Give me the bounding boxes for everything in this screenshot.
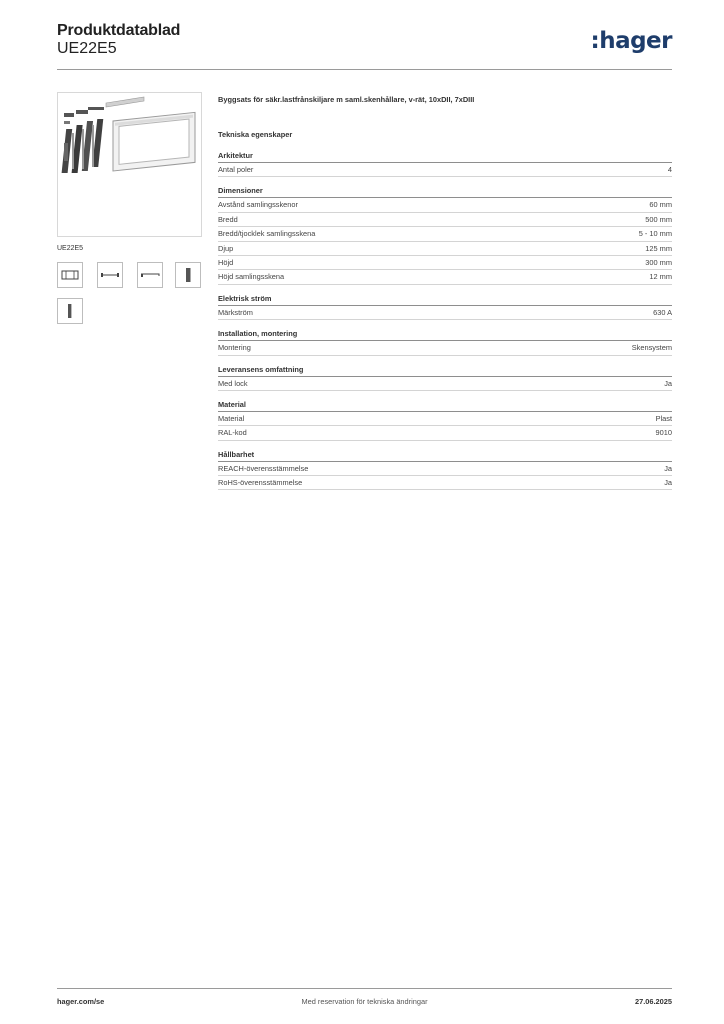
spec-value: Plast — [655, 413, 672, 423]
spec-row: Höjd samlingsskena 12 mm — [218, 270, 672, 285]
front-view-icon — [61, 270, 79, 280]
thumbnail-side-view[interactable] — [97, 262, 123, 288]
technical-properties-heading: Tekniska egenskaper — [218, 130, 293, 139]
spec-value: 9010 — [655, 428, 672, 438]
product-code: UE22E5 — [57, 40, 117, 57]
spec-row: Montering Skensystem — [218, 341, 672, 356]
footer-disclaimer: Med reservation för tekniska ändringar — [301, 997, 428, 1006]
section-title: Installation, montering — [218, 329, 672, 342]
footer-website[interactable]: hager.com/se — [57, 997, 105, 1006]
spec-value: 630 A — [653, 307, 672, 317]
spec-value: Ja — [664, 463, 672, 473]
spec-row: RoHS-överensstämmelse Ja — [218, 476, 672, 491]
spec-label: Antal poler — [218, 165, 254, 174]
spec-label: Med lock — [218, 378, 248, 388]
thumbnail-top-view[interactable] — [137, 262, 163, 288]
spec-value: 60 mm — [649, 200, 672, 210]
spec-value: 300 mm — [645, 257, 672, 267]
spec-label: Höjd — [218, 257, 234, 267]
thumbnail-front-view[interactable] — [57, 262, 83, 288]
spec-label: Märkström — [218, 307, 253, 317]
spec-value: Ja — [664, 478, 672, 488]
spec-row: Bredd 500 mm — [218, 213, 672, 228]
spec-label: Avstånd samlingsskenor — [218, 200, 298, 210]
spec-label: Bredd/tjocklek samlingsskena — [218, 229, 316, 239]
footer-date: 27.06.2025 — [635, 997, 672, 1006]
spec-label: Material — [218, 413, 245, 423]
spec-value: 12 mm — [649, 272, 672, 282]
section-title: Dimensioner — [218, 186, 672, 199]
thumbnail-busbar-view[interactable] — [57, 298, 83, 324]
section-title: Elektrisk ström — [218, 294, 672, 306]
page-header: Produktdatablad UE22E5 :hager — [57, 22, 672, 68]
section-title: Leveransens omfattning — [218, 365, 672, 377]
spec-label: Montering — [218, 343, 251, 353]
image-caption: UE22E5 — [57, 245, 84, 252]
end-view-icon — [186, 268, 191, 282]
document-title: Produktdatablad — [57, 22, 181, 39]
product-description: Byggsats för säkr.lastfrånskiljare m sam… — [218, 95, 475, 104]
product-image-column: UE22E5 — [57, 92, 205, 324]
spec-row: RAL-kod 9010 — [218, 426, 672, 441]
spec-value: Skensystem — [631, 343, 672, 353]
thumbnail-end-view[interactable] — [175, 262, 201, 288]
spec-row: Material Plast — [218, 412, 672, 427]
spec-label: RAL-kod — [218, 428, 247, 438]
section-title: Material — [218, 400, 672, 412]
spec-value: 4 — [667, 165, 672, 174]
spec-row: Märkström 630 A — [218, 306, 672, 321]
spec-label: Bredd — [218, 214, 238, 224]
spec-value: Ja — [664, 378, 672, 388]
spec-row: Bredd/tjocklek samlingsskena 5 - 10 mm — [218, 227, 672, 242]
spec-value: 5 - 10 mm — [638, 229, 672, 239]
spec-row: REACH-överensstämmelse Ja — [218, 462, 672, 477]
spec-value: 500 mm — [645, 214, 672, 224]
spec-row: Avstånd samlingsskenor 60 mm — [218, 198, 672, 213]
spec-value: 125 mm — [645, 243, 672, 253]
spec-label: Höjd samlingsskena — [218, 272, 285, 282]
product-image[interactable] — [57, 92, 202, 237]
busbar-view-icon — [68, 304, 72, 318]
specifications-column: Byggsats för säkr.lastfrånskiljare m sam… — [218, 95, 672, 499]
hager-logo: :hager — [590, 28, 673, 54]
product-kit-illustration — [61, 96, 196, 173]
spec-label: RoHS-överensstämmelse — [218, 478, 303, 488]
header-divider — [57, 69, 672, 70]
spec-row: Höjd 300 mm — [218, 256, 672, 271]
spec-row: Med lock Ja — [218, 377, 672, 391]
spec-label: REACH-överensstämmelse — [218, 463, 309, 473]
top-view-icon — [141, 273, 160, 277]
section-title: Hållbarhet — [218, 450, 672, 462]
spec-row: Djup 125 mm — [218, 242, 672, 256]
section-title: Arkitektur — [218, 151, 672, 163]
spec-label: Djup — [218, 243, 234, 253]
spec-row: Antal poler 4 — [218, 163, 672, 178]
side-view-icon — [101, 273, 119, 277]
footer-divider — [57, 988, 672, 989]
